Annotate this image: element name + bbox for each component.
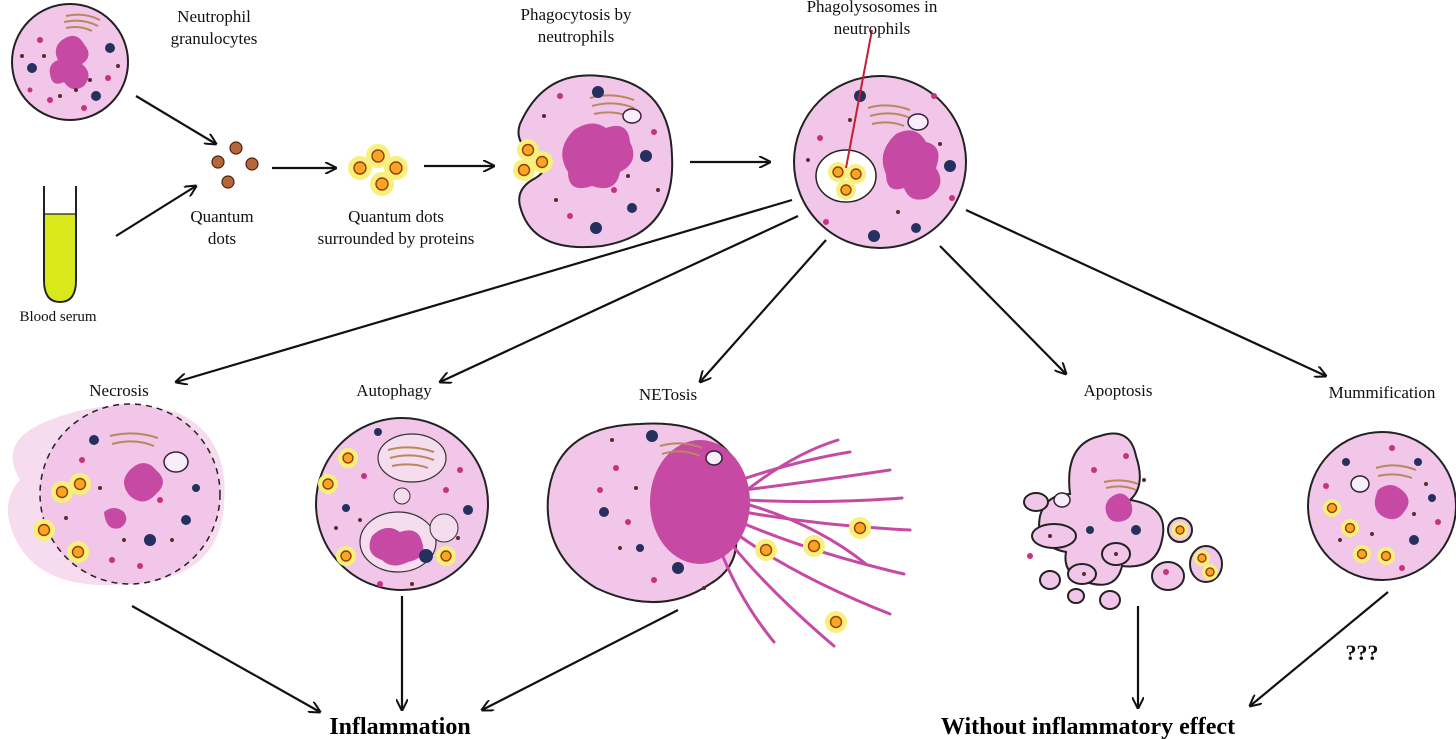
- arrow-to-necrosis: [176, 198, 793, 382]
- phagocytosis-label-line1: Phagocytosis by: [521, 5, 632, 24]
- mummification-cell: [1307, 431, 1456, 581]
- phagolysosome-label-line1: Phagolysosomes in: [807, 0, 938, 16]
- phagolysosome-label-line2: neutrophils: [834, 19, 911, 38]
- arrow-netosis-to-inflammation: [482, 609, 679, 710]
- mummification-label: Mummification: [1329, 383, 1436, 402]
- phagocytosis-cell: [513, 74, 674, 249]
- blood-serum-tube: [43, 186, 77, 304]
- arrow-necrosis-to-inflammation: [131, 605, 320, 712]
- unknown-outcome-label: ???: [1346, 640, 1379, 665]
- qdp-label-line1: Quantum dots: [348, 207, 444, 226]
- blood-serum-label: Blood serum: [19, 309, 96, 325]
- qd-label-line1: Quantum: [190, 207, 253, 226]
- protein-coated-qd-cluster: [348, 144, 408, 196]
- autophagy-cell: [315, 417, 489, 591]
- arrow-mummification-to-no-inflammation: [1250, 591, 1389, 706]
- arrow-to-autophagy: [440, 215, 799, 382]
- arrow-neutrophil-to-qd: [135, 95, 216, 144]
- netosis-cell: [546, 422, 912, 648]
- inflammation-label: Inflammation: [329, 714, 470, 739]
- apoptosis-cell-fragments: [1023, 432, 1223, 610]
- qd-label-line2: dots: [208, 229, 236, 248]
- phagolysosome-cell: [793, 75, 967, 249]
- necrosis-cell: [7, 403, 225, 586]
- neutrophil-label-line2: granulocytes: [171, 29, 258, 48]
- arrow-to-netosis: [700, 239, 827, 382]
- autophagy-label: Autophagy: [356, 381, 432, 400]
- neutrophil-cell: [11, 3, 129, 121]
- qdp-label-line2: surrounded by proteins: [318, 229, 475, 248]
- arrow-to-apoptosis: [939, 245, 1066, 374]
- arrow-to-mummification: [965, 209, 1326, 376]
- necrosis-label: Necrosis: [89, 381, 148, 400]
- netosis-label: NETosis: [639, 385, 697, 404]
- no-inflammation-label: Without inflammatory effect: [941, 714, 1235, 739]
- phagolysosome-pointer: [845, 29, 873, 169]
- arrow-serum-to-qd: [115, 186, 196, 237]
- phagocytosis-label-line2: neutrophils: [538, 27, 615, 46]
- apoptosis-label: Apoptosis: [1084, 381, 1153, 400]
- neutrophil-label-line1: Neutrophil: [177, 7, 251, 26]
- quantum-dots-cluster: [211, 141, 259, 189]
